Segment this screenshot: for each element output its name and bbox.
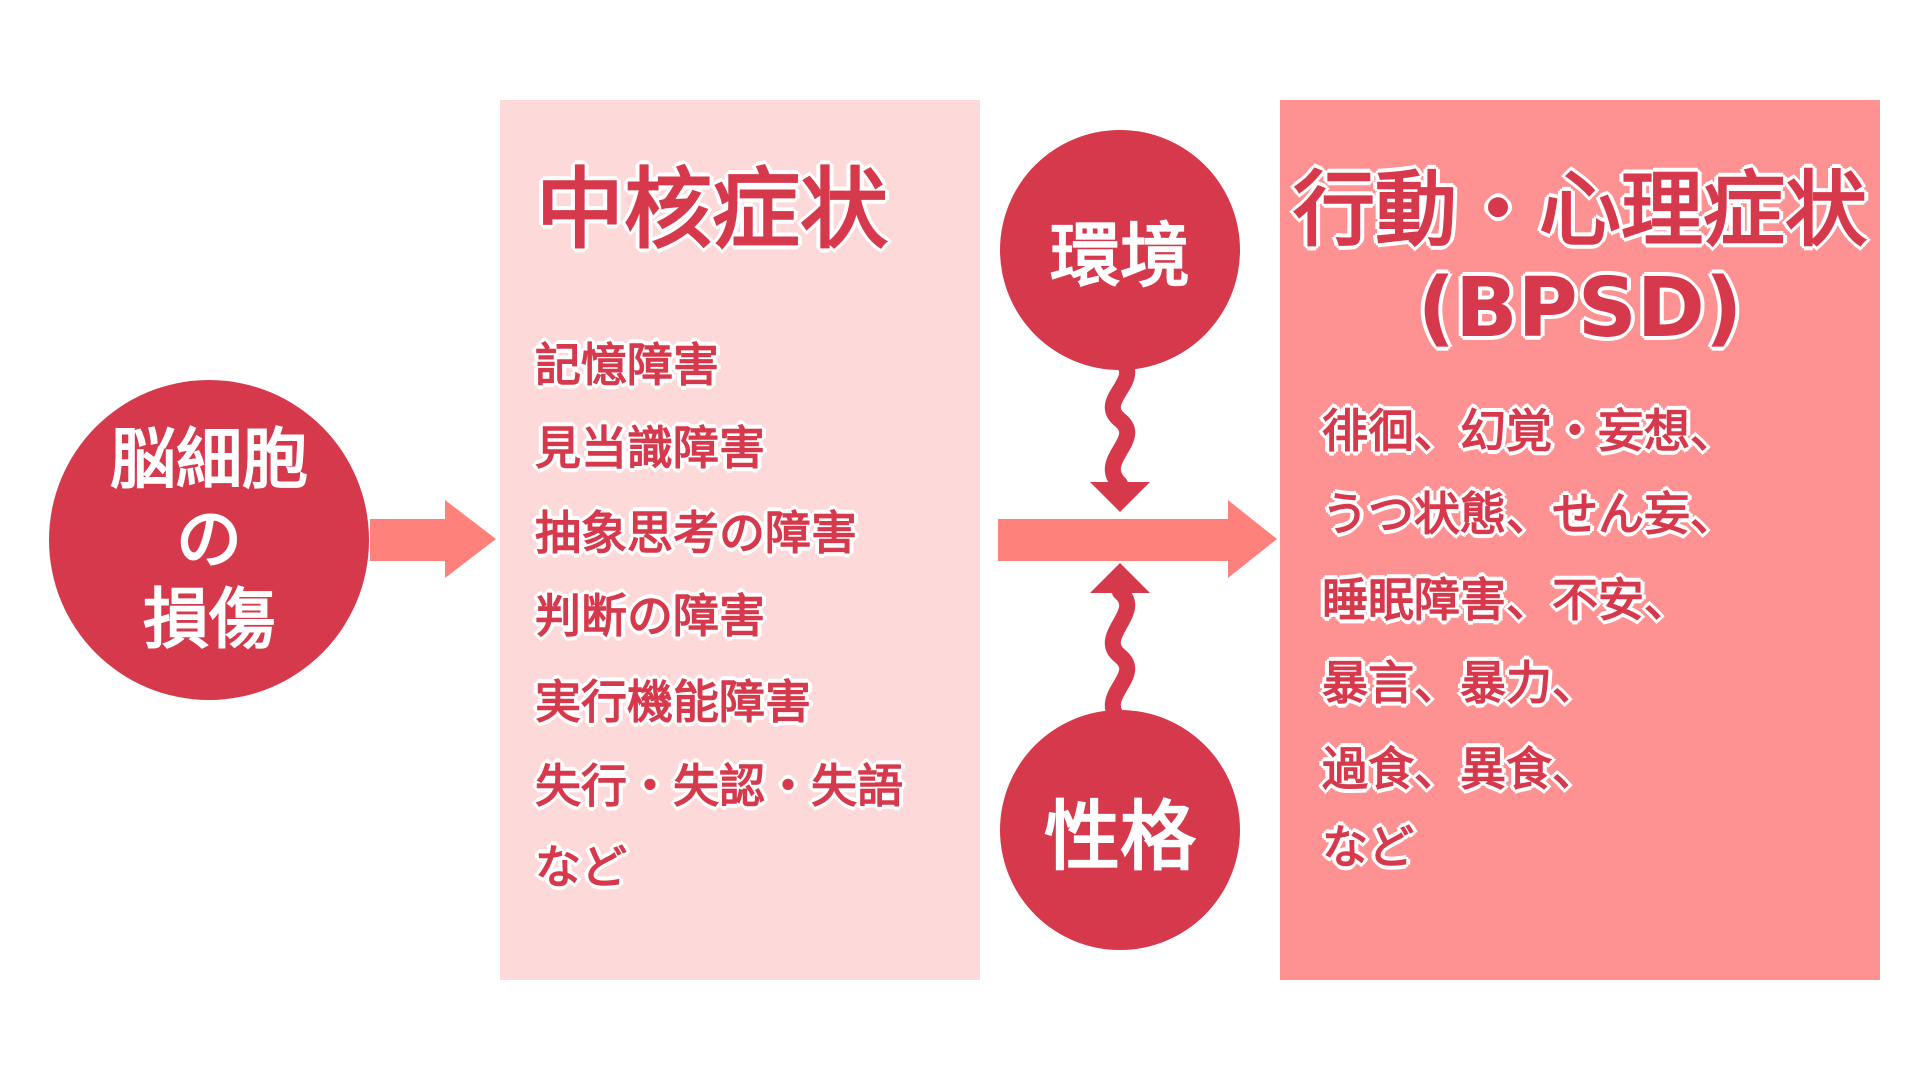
core-item: など: [535, 840, 627, 894]
bpsd-item: 徘徊、幻覚・妄想、: [1322, 404, 1736, 458]
bpsd-item: うつ状態、せん妄、: [1322, 487, 1736, 541]
cause-line-2: の: [176, 501, 242, 578]
core-item: 判断の障害: [535, 589, 765, 643]
bpsd-item: 暴言、暴力、: [1322, 656, 1598, 710]
environment-arrowhead: [1090, 482, 1150, 512]
bpsd-item: 過食、異食、: [1322, 742, 1598, 796]
core-title: 中核症状: [536, 158, 889, 261]
arrow-to-core: [370, 500, 496, 578]
environment-label: 環境: [1050, 214, 1190, 297]
core-item: 抽象思考の障害: [535, 506, 857, 560]
core-item: 見当識障害: [535, 421, 765, 475]
environment-wave: [1104, 352, 1136, 492]
arrow-to-bpsd: [998, 500, 1277, 578]
personality-wave: [1104, 584, 1136, 728]
personality-label: 性格: [1044, 792, 1196, 881]
bpsd-item: など: [1322, 820, 1414, 874]
environment-circle: 環境: [1000, 130, 1240, 370]
bpsd-panel: [1280, 100, 1880, 980]
bpsd-item: 睡眠障害、不安、: [1322, 573, 1690, 627]
core-symptoms-panel: [500, 100, 980, 980]
brain-cell-damage-circle: 脳細胞 の 損傷: [49, 380, 369, 700]
bpsd-title-line-2: (BPSD): [1417, 261, 1743, 356]
core-item: 記憶障害: [535, 338, 719, 392]
cause-line-1: 脳細胞: [110, 421, 308, 498]
core-item: 実行機能障害: [535, 675, 811, 729]
bpsd-title-line-1: 行動・心理症状: [1292, 163, 1867, 258]
personality-circle: 性格: [1000, 710, 1240, 950]
core-item: 失行・失認・失語: [535, 759, 903, 813]
personality-arrowhead: [1090, 563, 1150, 593]
cause-line-3: 損傷: [143, 581, 275, 658]
